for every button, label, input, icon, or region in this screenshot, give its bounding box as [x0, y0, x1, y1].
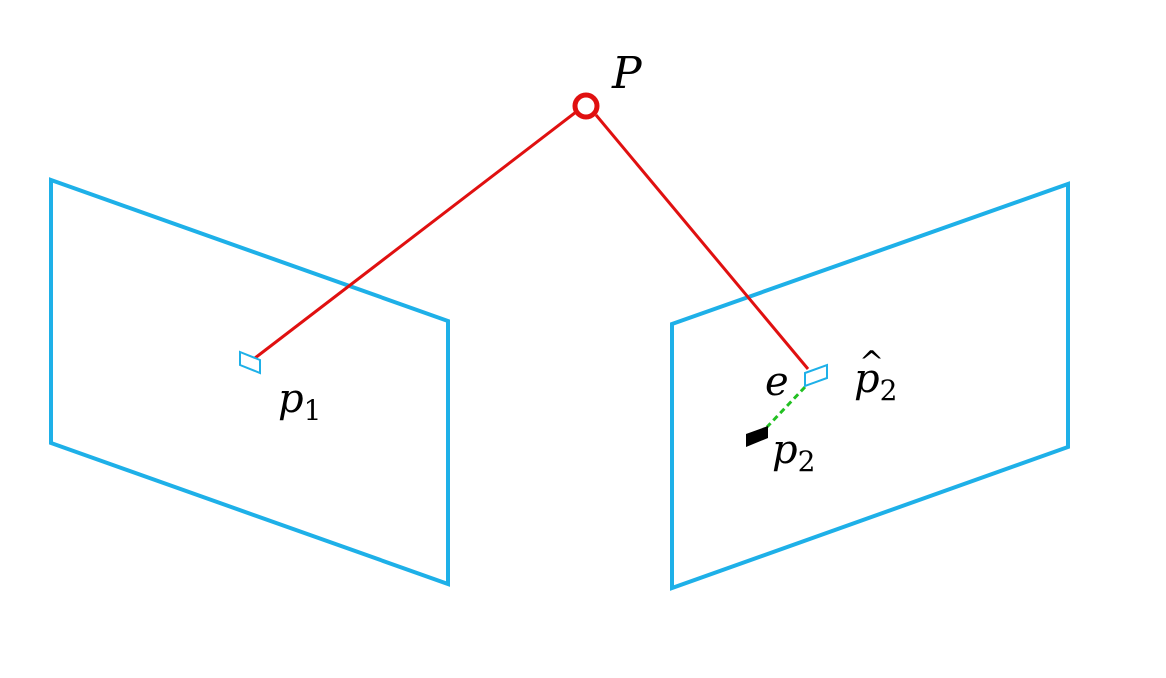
p2-hat-label-subscript: 2: [880, 374, 898, 407]
projection-ray-left: [254, 110, 577, 360]
p2-label-subscript: 2: [798, 445, 816, 478]
right-image-plane: [670, 181, 1070, 591]
p1-label-base: p: [278, 376, 304, 422]
left-image-plane: [49, 177, 450, 587]
projection-ray-right: [594, 114, 810, 370]
world-point-label: P: [611, 48, 643, 99]
p1-label: p1: [278, 376, 321, 427]
p2-label-base: p: [772, 427, 798, 473]
p2-label: p2: [772, 427, 815, 478]
projected-point-p2-hat-marker: [804, 363, 828, 388]
projected-point-p1-marker: [239, 350, 261, 375]
p1-label-subscript: 1: [304, 394, 322, 427]
world-point-P-marker: [572, 92, 600, 120]
p2-hat-label: p2: [854, 356, 897, 407]
p2-hat-label-hat: ^: [859, 345, 884, 380]
observed-point-p2-marker: [746, 426, 768, 447]
reprojection-error-line: [765, 385, 807, 429]
p2-hat-label-base: p: [854, 356, 880, 402]
error-label: e: [765, 359, 789, 405]
